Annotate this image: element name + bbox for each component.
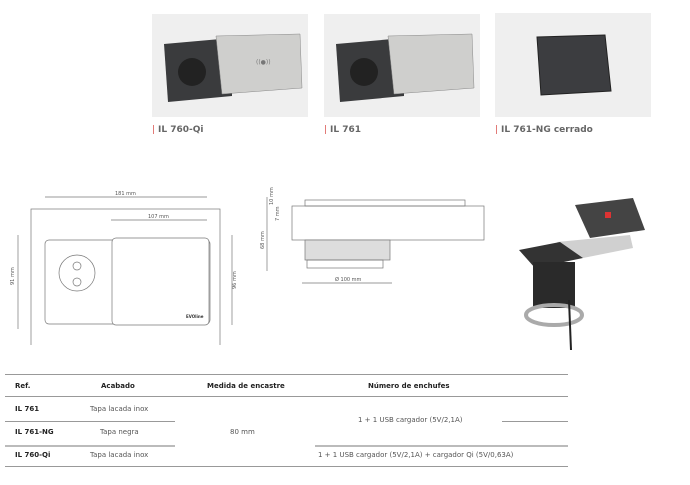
- caption-il761ng: |IL 761-NG cerrado: [495, 125, 593, 135]
- product-photo-il761: [324, 14, 480, 117]
- row-ref: IL 761-NG: [15, 428, 54, 436]
- row-ref: IL 761: [15, 405, 40, 413]
- dim-depth: 68 mm: [260, 231, 266, 249]
- dim-7: 7 mm: [275, 206, 281, 221]
- row-acabado: Tapa negra: [100, 428, 139, 436]
- qi-indicator-icon: [605, 212, 611, 218]
- enchufes-il760qi: 1 + 1 USB cargador (5V/2,1A) + cargador …: [318, 451, 514, 459]
- caption-il761: |IL 761: [324, 125, 362, 135]
- enchufes-il761: 1 + 1 USB cargador (5V/2,1A): [358, 416, 463, 424]
- dim-lid-width: 107 mm: [148, 214, 169, 220]
- socket-photo: ((●)): [164, 33, 303, 102]
- dim-10: 10 mm: [269, 187, 275, 205]
- product-photo-il761ng: [495, 13, 651, 117]
- header-ref: Ref.: [15, 382, 31, 390]
- dim-height-outer: 96 mm: [232, 271, 238, 289]
- dim-diameter: Ø 100 mm: [335, 276, 362, 283]
- side-view-drawing: 10 mm 7 mm 68 mm Ø 100 mm: [260, 187, 485, 284]
- product-photo-il760qi: ((●)): [152, 14, 308, 117]
- row-acabado: Tapa lacada inox: [90, 405, 149, 413]
- brand-logo: EVOline: [186, 314, 204, 319]
- qi-icon: ((●)): [256, 59, 271, 66]
- header-enchufes: Número de enchufes: [368, 382, 450, 390]
- header-acabado: Acabado: [101, 382, 135, 390]
- exploded-view-photo: [519, 198, 645, 350]
- caption-il760qi: |IL 760-Qi: [152, 125, 204, 135]
- dim-width: 181 mm: [115, 191, 136, 197]
- medida-value: 80 mm: [230, 428, 255, 436]
- socket-photo: [336, 33, 475, 102]
- top-view-drawing: 181 mm 107 mm 91 mm 96 mm EVOline: [10, 191, 238, 345]
- header-medida: Medida de encastre: [207, 382, 285, 390]
- row-acabado: Tapa lacada inox: [90, 451, 149, 459]
- closed-lid-photo: [536, 34, 612, 96]
- dim-height-inner: 91 mm: [10, 267, 16, 285]
- row-ref: IL 760-Qi: [15, 451, 51, 459]
